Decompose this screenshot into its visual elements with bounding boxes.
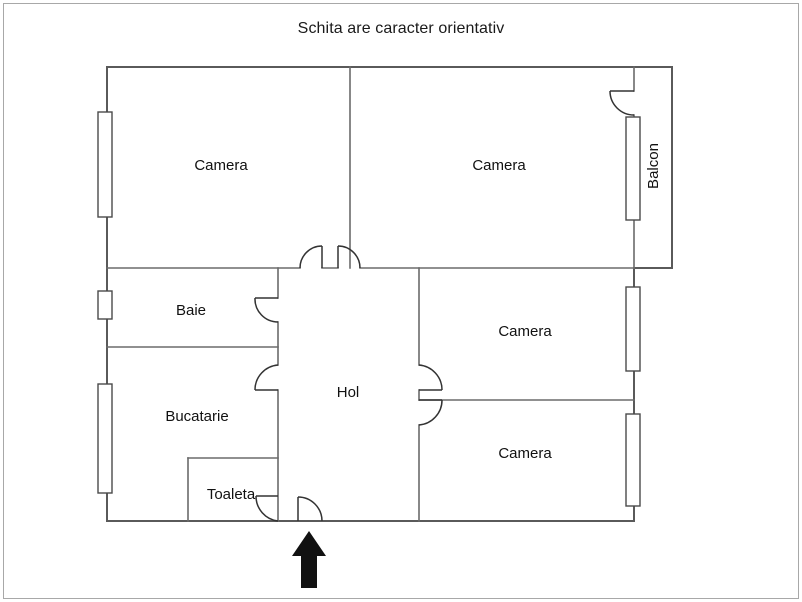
room-labels: Camera Camera Balcon Baie Bucatarie Toal… — [165, 143, 662, 503]
door-camera-top-left — [299, 245, 323, 269]
room-label-balcon: Balcon — [645, 143, 662, 189]
room-label-camera-bottom-right: Camera — [498, 445, 552, 462]
window-bucatarie — [97, 383, 113, 494]
room-label-camera-mid-right: Camera — [498, 323, 552, 340]
room-label-camera-top-right: Camera — [472, 157, 526, 174]
window-balcon — [625, 116, 641, 221]
door-camera-bottom-right — [418, 399, 443, 426]
window-baie — [97, 290, 113, 320]
room-label-camera-top-left: Camera — [194, 157, 248, 174]
door-camera-mid-right — [418, 364, 443, 391]
interior-walls — [106, 66, 635, 522]
window-camera-bottom-right — [625, 413, 641, 507]
room-label-toaleta: Toaleta — [207, 486, 256, 503]
doors — [254, 90, 635, 522]
window-camera-mid-right — [625, 286, 641, 372]
door-balcon — [609, 90, 635, 116]
page-title: Schita are caracter orientativ — [297, 20, 505, 37]
door-toaleta — [255, 495, 279, 522]
door-main-entrance — [297, 496, 323, 522]
door-bucatarie — [254, 364, 279, 391]
entrance-arrow — [292, 531, 326, 588]
door-baie — [254, 297, 279, 323]
windows — [97, 111, 641, 507]
window-camera-top-left — [97, 111, 113, 218]
exterior-walls — [106, 66, 673, 522]
door-camera-top-right — [337, 245, 361, 269]
room-label-bucatarie: Bucatarie — [165, 408, 228, 425]
room-label-hol: Hol — [337, 384, 360, 401]
room-label-baie: Baie — [176, 302, 206, 319]
